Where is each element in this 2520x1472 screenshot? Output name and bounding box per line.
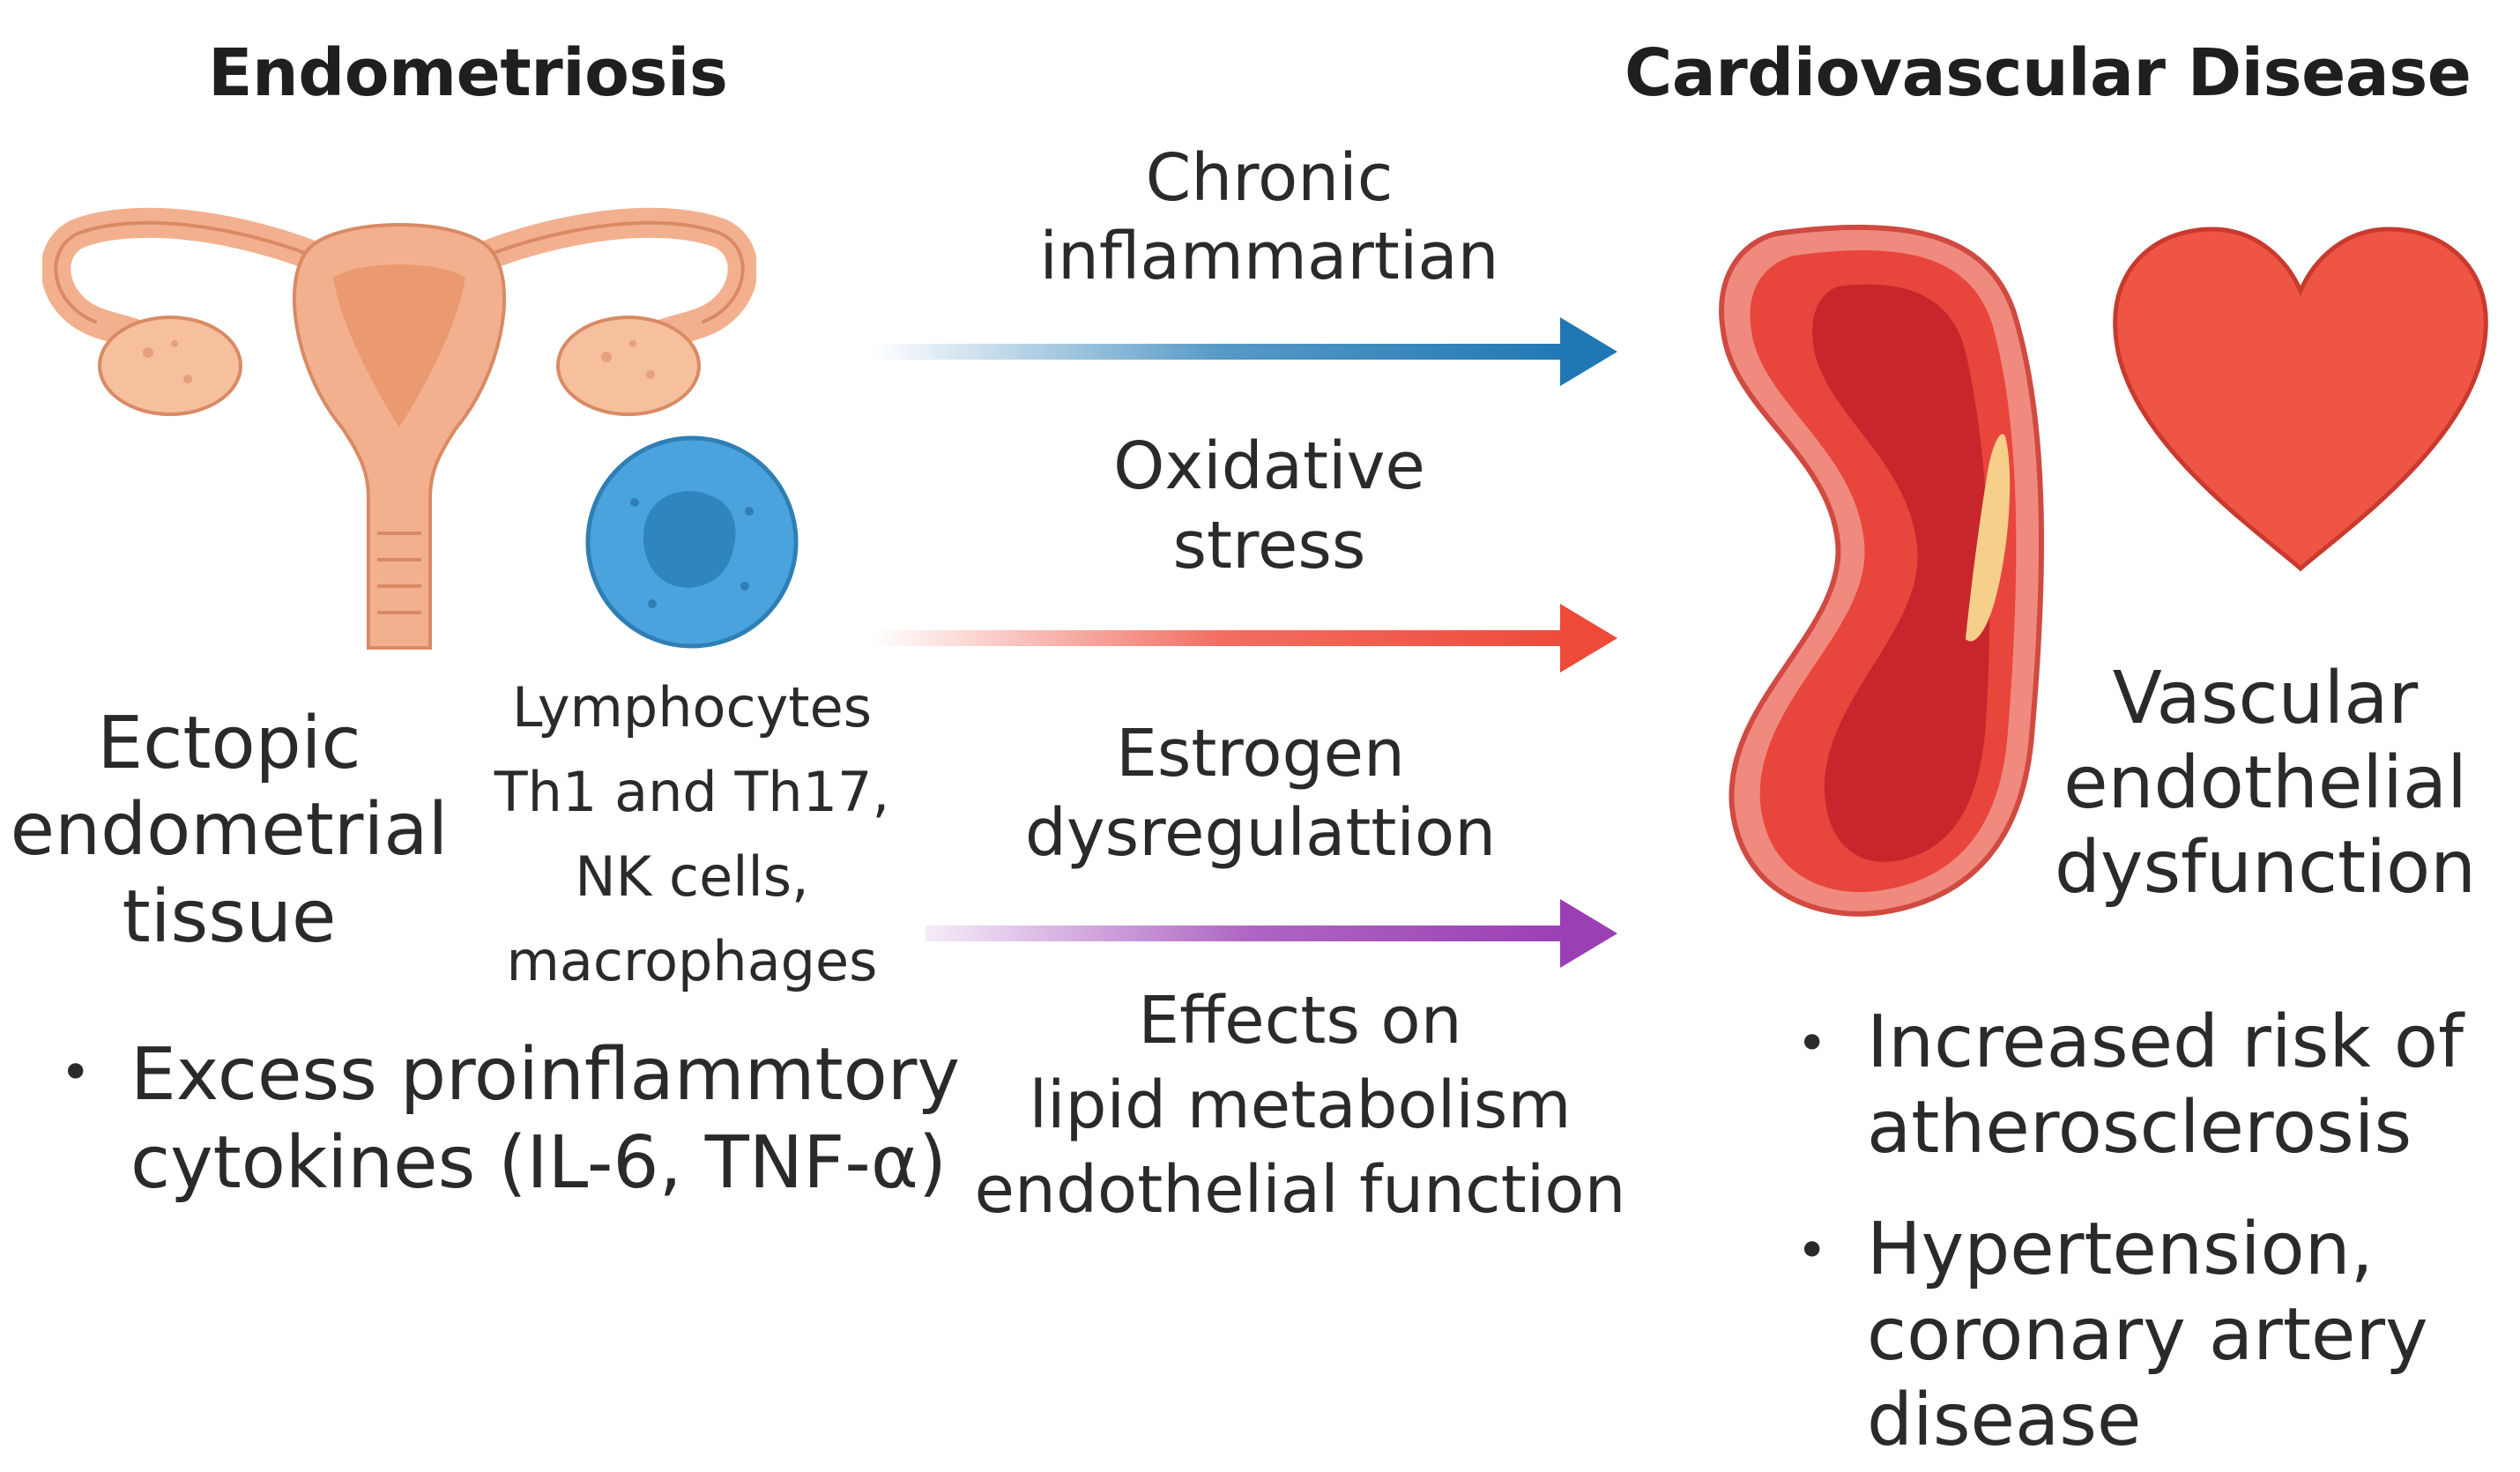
ectopic-tissue-line-3: tissue — [122, 874, 337, 959]
mechanism-arrows — [873, 317, 1617, 968]
arrow-chronic-inflammation — [873, 317, 1617, 386]
right-bullet-2-line-2: coronary artery — [1867, 1292, 2428, 1377]
right-bullet-2-line-3: disease — [1867, 1378, 2142, 1462]
right-bullet-1-text: Increased risk of atherosclerosis — [1867, 1000, 2464, 1171]
uterus-illustration — [42, 207, 756, 650]
estrogen-line-1: Estrogen — [1116, 716, 1405, 792]
left-bullet-marker: • — [60, 1042, 92, 1104]
estrogen-line-2: dysregulattion — [1024, 795, 1497, 872]
ectopic-tissue-label: Ectopic endometrial tissue — [9, 701, 450, 961]
right-bullet-1-line-2: atherosclerosis — [1867, 1085, 2412, 1170]
vascular-line-2: endothelial — [2063, 740, 2467, 825]
arrow-estrogen-dysregulation — [925, 899, 1617, 968]
immune-cells-line-1: Lymphocytes — [511, 675, 873, 740]
ectopic-tissue-line-1: Ectopic — [97, 702, 361, 785]
immune-cell-illustration — [585, 435, 799, 649]
immune-cells-line-3: NK cells, — [575, 844, 809, 910]
chronic-line-2: inflammartian — [1039, 218, 1499, 294]
oxidative-line-2: stress — [1172, 508, 1366, 584]
vessel-shape — [1719, 224, 2045, 917]
left-bullet-line-2: cytokines (IL-6, TNF-α) — [130, 1121, 947, 1206]
arrow-oxidative-stress — [873, 604, 1617, 673]
cell-nucleus — [643, 491, 736, 588]
right-bullet-1-line-1: Increased risk of — [1867, 1000, 2464, 1084]
vascular-dysfunction-label: Vascular endothelial dysfunction — [2027, 657, 2503, 911]
immune-cells-label: Lymphocytes Th1 and Th17, NK cells, macr… — [472, 665, 912, 1004]
plaque — [1966, 434, 2011, 642]
blood-vessel-illustration — [1719, 224, 2045, 917]
right-bullet-1-marker: • — [1796, 1013, 1828, 1074]
mechanism-label-estrogen: Estrogen dysregulattion — [908, 714, 1613, 874]
cardiovascular-disease-heading: Cardiovascular Disease — [1624, 35, 2472, 111]
left-bullet-text: Excess proinflammtory cytokines (IL-6, T… — [130, 1031, 960, 1208]
lipid-line-2: lipid metabolism — [1029, 1067, 1572, 1144]
immune-cells-line-4: macrophages — [506, 929, 878, 994]
right-bullet-2-text: Hypertension, coronary artery disease — [1867, 1208, 2428, 1463]
mechanism-label-oxidative-stress: Oxidative stress — [917, 427, 1622, 586]
chronic-line-1: Chronic — [1145, 140, 1394, 216]
endometriosis-heading: Endometriosis — [208, 35, 728, 111]
right-bullet-2-line-1: Hypertension, — [1867, 1208, 2374, 1291]
ectopic-tissue-line-2: endometrial — [10, 788, 449, 873]
lipid-line-3: endothelial function — [974, 1152, 1626, 1229]
left-bullet-line-1: Excess proinflammtory — [130, 1033, 961, 1117]
heart-icon — [2113, 227, 2488, 572]
mechanism-label-lipid: Effects on lipid metabolism endothelial … — [925, 978, 1675, 1233]
vascular-line-1: Vascular — [2112, 657, 2419, 740]
mechanism-label-chronic-inflammation: Chronic inflammartian — [917, 139, 1622, 296]
lipid-line-1: Effects on — [1138, 983, 1462, 1059]
oxidative-line-1: Oxidative — [1113, 428, 1425, 504]
right-bullet-2-marker: • — [1796, 1220, 1828, 1282]
immune-cells-line-2: Th1 and Th17, — [494, 760, 890, 825]
vascular-line-3: dysfunction — [2054, 825, 2477, 910]
uterus-shape — [42, 207, 756, 650]
